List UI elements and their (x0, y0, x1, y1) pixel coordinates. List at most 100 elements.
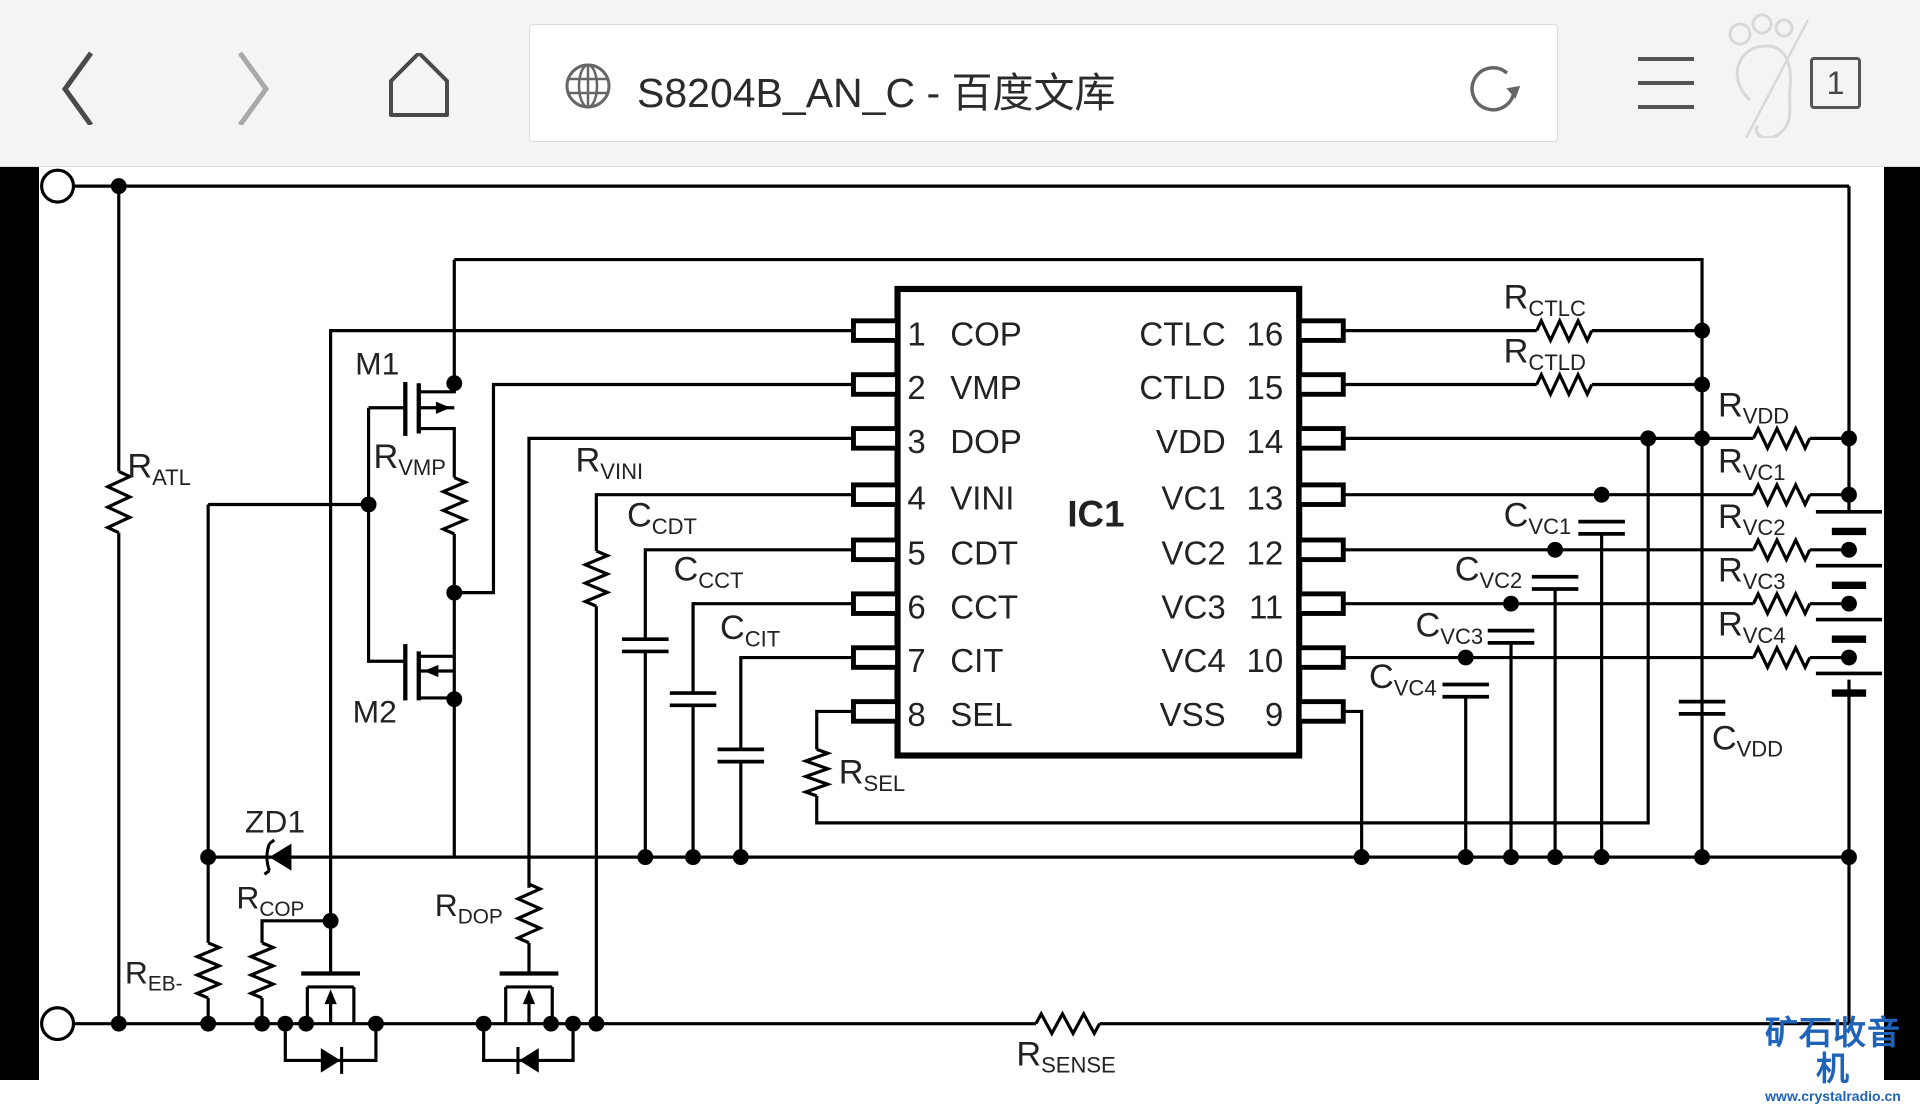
junction-dot (1841, 430, 1857, 447)
pin-number: 11 (1249, 589, 1283, 626)
ic-pin (851, 591, 900, 616)
reload-icon[interactable] (1463, 57, 1523, 117)
ic-pin (851, 699, 900, 724)
r-vc3-label: RVC3 (1718, 552, 1786, 594)
c-vc1-label: CVC1 (1504, 497, 1572, 539)
junction-dot (685, 849, 702, 866)
pin-name: VC4 (1161, 643, 1225, 680)
wire (643, 548, 854, 640)
pin-name: VDD (1156, 424, 1226, 461)
resistor-icon (1752, 481, 1812, 509)
resistor-icon (1752, 644, 1812, 672)
forward-button[interactable] (207, 40, 297, 130)
junction-dot (200, 1015, 217, 1032)
c-cit-label: CCIT (720, 609, 780, 651)
junction-dot (446, 584, 463, 601)
pin-number: 12 (1246, 535, 1283, 572)
ic-pin (851, 318, 900, 343)
browser-toolbar: S8204B_AN_C - 百度文库 1 (0, 0, 1920, 167)
wire (527, 436, 854, 888)
hamburger-menu-icon[interactable] (1636, 56, 1696, 110)
body-diode-icon (519, 1048, 539, 1073)
pin-name: COP (950, 316, 1022, 353)
back-button[interactable] (36, 40, 126, 130)
junction-dot (277, 1015, 294, 1032)
ic-pin (1296, 537, 1346, 563)
junction-dot (110, 178, 127, 195)
zener-diode-icon (269, 843, 292, 871)
ic-pin (1296, 645, 1346, 670)
junction-dot (1694, 322, 1710, 339)
junction-dot (298, 1015, 315, 1032)
wire (815, 709, 854, 750)
ic-pin (1296, 372, 1346, 397)
zener-diode-icon (263, 838, 276, 876)
r-cop-label: RCOP (236, 880, 304, 921)
junction-dot (475, 1015, 492, 1032)
ic-pin (1296, 426, 1346, 451)
resistor-icon (439, 476, 470, 536)
pin-name: VC3 (1161, 589, 1225, 626)
r-eb-label: REB- (125, 954, 183, 995)
address-bar[interactable]: S8204B_AN_C - 百度文库 (529, 24, 1558, 142)
junction-dot (110, 1015, 127, 1032)
resistor-icon (1535, 317, 1594, 345)
resistor-icon (246, 941, 278, 1000)
r-ctlc-label: RCTLC (1504, 279, 1586, 321)
junction-dot (1694, 849, 1710, 866)
m1-label: M1 (355, 346, 399, 382)
pin-number: 13 (1246, 480, 1283, 517)
chevron-left-icon (61, 51, 94, 125)
junction-dot (1841, 849, 1857, 866)
r-vini-label: RVINI (576, 441, 644, 483)
ic1-name: IC1 (1067, 494, 1124, 535)
mosfet-arrow-icon (423, 664, 439, 678)
wire (691, 602, 854, 694)
pin-name: VSS (1160, 697, 1226, 734)
wire (260, 919, 331, 943)
pin-name: DOP (950, 424, 1022, 461)
left-border (0, 167, 39, 1080)
pin-name: CTLC (1139, 316, 1225, 353)
home-button[interactable] (374, 40, 464, 130)
pin-name: CCT (950, 589, 1018, 626)
r-atl-label: RATL (127, 448, 191, 490)
junction-dot (367, 1015, 384, 1032)
m2-label: M2 (353, 693, 397, 729)
junction-dot (588, 1015, 605, 1032)
junction-dot (1841, 595, 1857, 612)
paw-slash-icon[interactable] (1718, 8, 1828, 138)
tab-count-button[interactable]: 1 (1810, 57, 1861, 109)
ic-pin (1296, 591, 1346, 616)
resistor-icon (514, 882, 544, 945)
junction-dot (637, 849, 654, 866)
wire (739, 655, 854, 750)
pin-name: SEL (950, 697, 1012, 734)
junction-dot (1503, 595, 1519, 612)
junction-dot (446, 691, 463, 708)
r-vc1-label: RVC1 (1718, 443, 1786, 485)
pin-name: CTLD (1139, 370, 1225, 407)
junction-dot (360, 496, 377, 513)
r-vmp-label: RVMP (373, 438, 445, 480)
c-vdd-label: CVDD (1712, 719, 1783, 761)
junction-dot (1353, 849, 1370, 866)
junction-dot (732, 849, 749, 866)
c-vc2-label: CVC2 (1455, 550, 1523, 592)
c-vc3-label: CVC3 (1416, 607, 1484, 649)
junction-dot (1593, 486, 1610, 503)
mosfet-arrow-icon (522, 989, 536, 1005)
pin-number: 15 (1246, 370, 1283, 407)
wire (1343, 709, 1364, 858)
junction-dot (1547, 541, 1564, 558)
ic-pin (851, 537, 900, 563)
junction-dot (565, 1015, 582, 1032)
pin-number: 1 (907, 316, 925, 353)
pin-number: 5 (907, 535, 925, 572)
mosfet-arrow-icon (324, 989, 337, 1005)
r-sel-label: RSEL (839, 754, 905, 796)
junction-dot (1694, 430, 1710, 447)
terminal-positive (40, 168, 76, 204)
